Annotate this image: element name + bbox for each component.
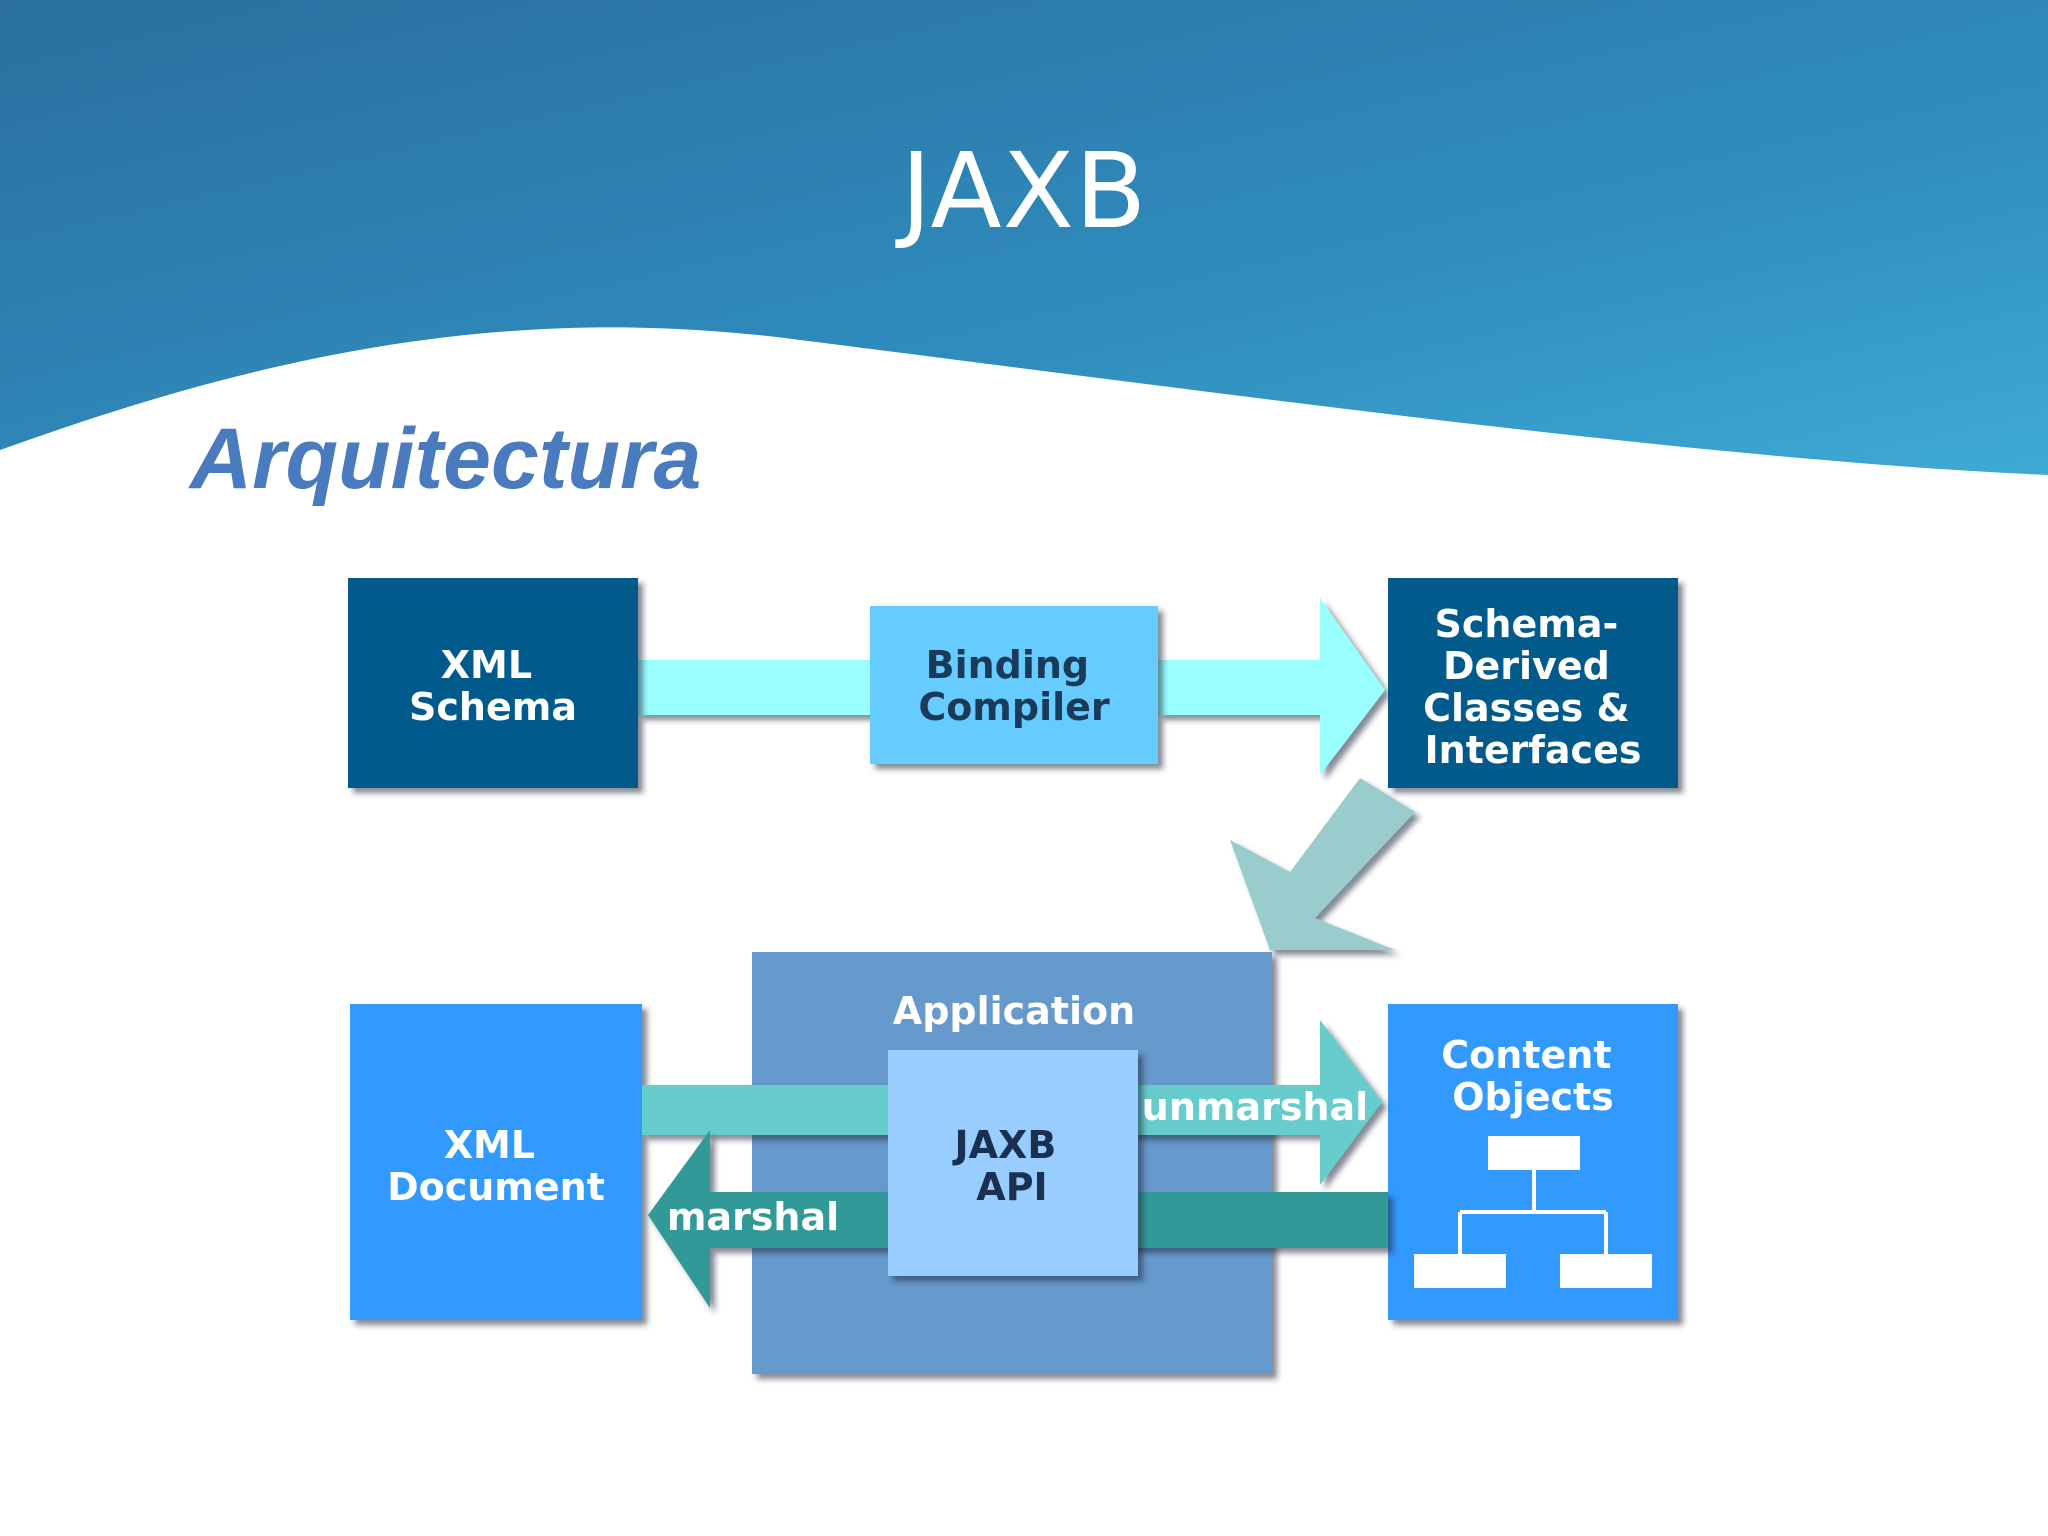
binding-compiler-box: Binding Compiler [870, 606, 1158, 764]
svg-text:XML Document: XML Document [387, 1123, 605, 1209]
marshal-label: marshal [667, 1195, 839, 1239]
compiler-to-derived-arrow [1158, 598, 1385, 775]
schema-to-compiler-arrow [638, 660, 870, 715]
header-banner [0, 0, 2048, 475]
application-label: Application [893, 989, 1135, 1033]
svg-text:Binding Compiler: Binding Compiler [918, 643, 1110, 729]
xml-document-label-1: XML [444, 1123, 535, 1167]
unmarshal-label: unmarshal [1142, 1085, 1368, 1129]
xml-document-box: XML Document [350, 1004, 642, 1320]
content-objects-label-1: Content [1441, 1033, 1611, 1077]
banner-wave [0, 0, 2048, 475]
content-objects-box: Content Objects [1388, 1004, 1678, 1320]
binding-compiler-label-2: Compiler [918, 685, 1110, 729]
xml-schema-label-1: XML [441, 643, 532, 687]
svg-text:Content Objects: Content Objects [1441, 1033, 1624, 1119]
jaxb-api-label-1: JAXB [951, 1123, 1056, 1167]
schema-derived-label-1: Schema- [1435, 602, 1619, 646]
jaxb-api-box: JAXB API [888, 1050, 1138, 1276]
object-tree-icon [1414, 1136, 1652, 1288]
xml-schema-box: XML Schema [348, 578, 638, 788]
xml-schema-label-2: Schema [409, 685, 577, 729]
binding-compiler-label-1: Binding [926, 643, 1090, 687]
derived-to-objects-arrow [1230, 778, 1415, 950]
schema-derived-classes-box: Schema- Derived Classes & Interfaces [1388, 578, 1678, 788]
svg-text:JAXB API: JAXB API [951, 1123, 1069, 1209]
schema-derived-label-2: Derived [1443, 644, 1610, 688]
content-objects-label-2: Objects [1452, 1075, 1614, 1119]
slide-subtitle: Arquitectura [190, 411, 702, 507]
svg-text:XML Schema: XML Schema [409, 643, 577, 729]
schema-derived-label-4: Interfaces [1425, 728, 1642, 772]
xml-document-label-2: Document [387, 1165, 605, 1209]
svg-text:Schema- Derived Cl: Schema- Derived Classes & Interfaces [1423, 602, 1643, 772]
schema-derived-label-3: Classes & [1423, 686, 1630, 730]
jaxb-api-label-2: API [976, 1165, 1047, 1209]
slide-title: JAXB [900, 130, 1148, 252]
